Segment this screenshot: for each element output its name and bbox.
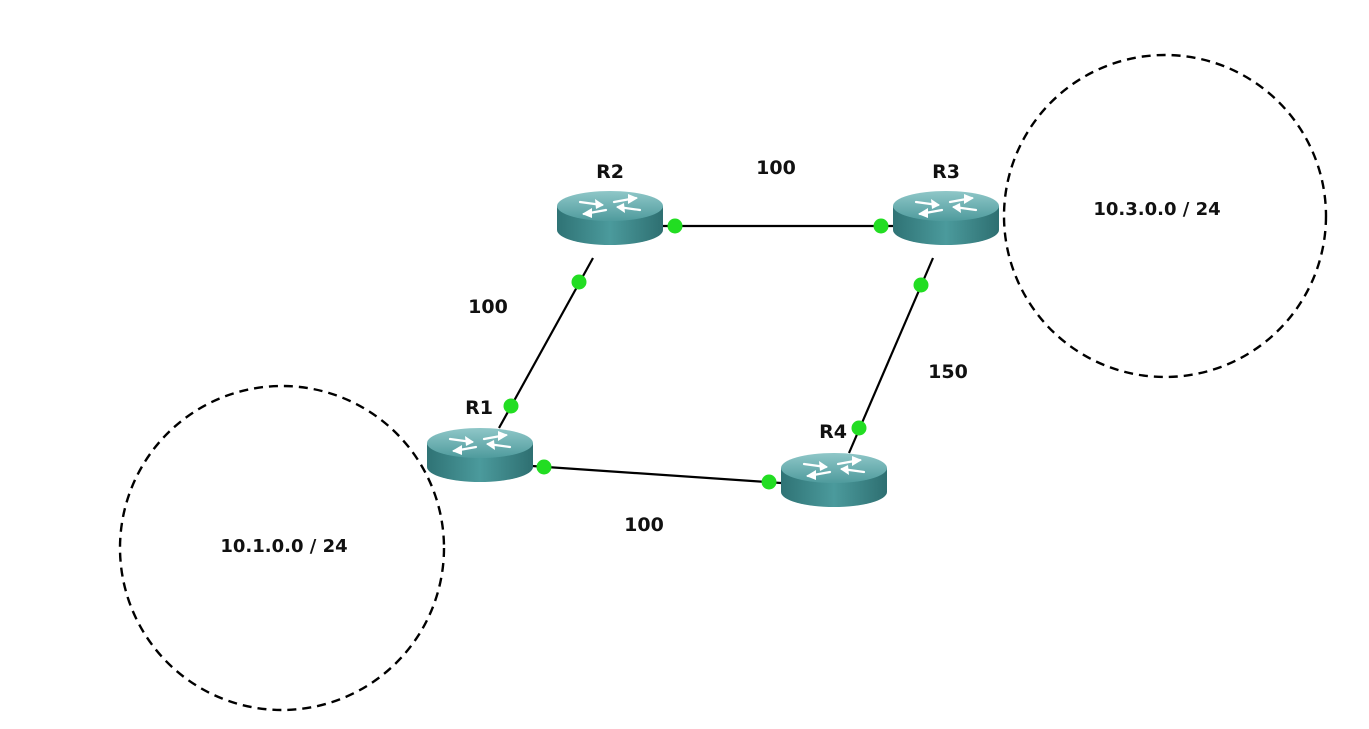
network-label: 10.1.0.0 / 24 bbox=[220, 536, 347, 557]
router-label: R4 bbox=[819, 421, 847, 443]
interface-dot bbox=[873, 218, 889, 234]
router-icon[interactable] bbox=[425, 426, 535, 484]
interface-dot bbox=[851, 420, 867, 436]
router-label: R2 bbox=[596, 161, 624, 183]
interface-dot bbox=[536, 459, 552, 475]
network-boundary bbox=[1002, 53, 1328, 379]
network-cloud-10-3: 10.3.0.0 / 24 bbox=[1002, 53, 1328, 379]
interface-dot bbox=[913, 277, 929, 293]
interface-dot bbox=[667, 218, 683, 234]
router-r2[interactable]: R2 bbox=[555, 161, 665, 247]
router-label: R3 bbox=[932, 161, 960, 183]
interface-dot bbox=[571, 274, 587, 290]
link-r1-r2[interactable]: 100 bbox=[468, 257, 594, 429]
network-cloud-10-1: 10.1.0.0 / 24 bbox=[118, 384, 446, 712]
link-r1-r4[interactable]: 100 bbox=[531, 459, 782, 537]
router-icon[interactable] bbox=[891, 189, 1001, 247]
link-line[interactable] bbox=[531, 464, 782, 485]
link-r2-r3[interactable]: 100 bbox=[663, 157, 893, 234]
link-cost-label: 100 bbox=[624, 514, 664, 536]
interface-dot bbox=[761, 474, 777, 490]
router-icon[interactable] bbox=[555, 189, 665, 247]
link-cost-label: 100 bbox=[756, 157, 796, 179]
interface-dot bbox=[503, 398, 519, 414]
link-cost-label: 150 bbox=[928, 361, 968, 383]
link-cost-label: 100 bbox=[468, 296, 508, 318]
router-label: R1 bbox=[465, 397, 493, 419]
network-label: 10.3.0.0 / 24 bbox=[1093, 199, 1220, 220]
router-r1[interactable]: R1 bbox=[425, 397, 535, 484]
link-r3-r4[interactable]: 150 bbox=[847, 257, 968, 454]
router-r4[interactable]: R4 bbox=[779, 421, 889, 509]
network-boundary bbox=[118, 384, 446, 712]
router-r3[interactable]: R3 bbox=[891, 161, 1001, 247]
router-icon[interactable] bbox=[779, 451, 889, 509]
